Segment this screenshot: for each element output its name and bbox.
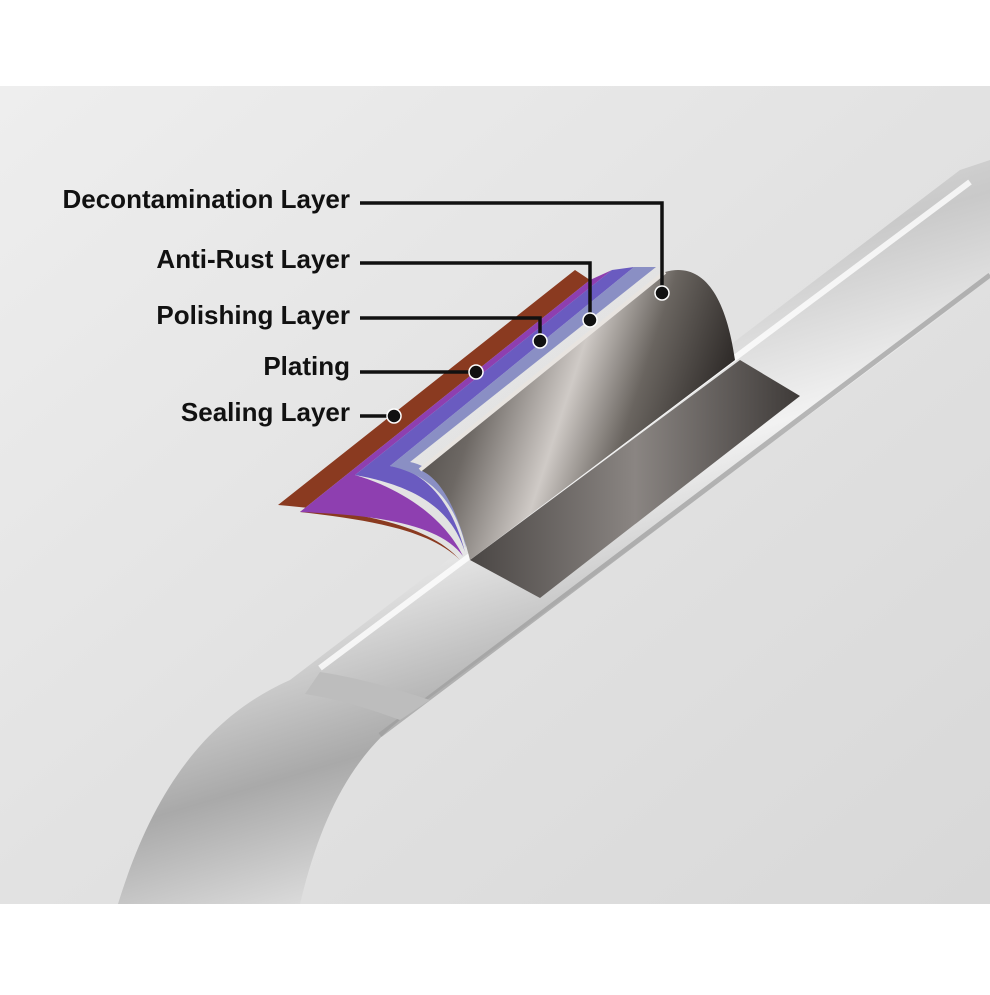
leader-dot-sealing bbox=[386, 408, 402, 424]
label-anti-rust-layer: Anti-Rust Layer bbox=[156, 244, 350, 274]
bar-cut-section bbox=[470, 360, 800, 598]
leader-dot-plating bbox=[468, 364, 484, 380]
leader-line-anti-rust bbox=[360, 261, 592, 320]
leader-dot-polishing bbox=[532, 333, 548, 349]
label-plating: Plating bbox=[263, 351, 350, 381]
leader-dot-decontamination bbox=[654, 285, 670, 301]
label-sealing-layer: Sealing Layer bbox=[180, 397, 350, 427]
core-edge-highlight bbox=[418, 270, 667, 472]
sealing-layer-shape bbox=[278, 270, 590, 560]
plating-layer-shape bbox=[300, 270, 612, 556]
decontamination-layer-shape bbox=[420, 270, 735, 560]
leader-dot-anti-rust bbox=[582, 312, 598, 328]
label-polishing-layer: Polishing Layer bbox=[156, 300, 350, 330]
bar-end-cap bbox=[305, 672, 430, 720]
leader-line-decontamination bbox=[360, 201, 664, 293]
label-decontamination-layer: Decontamination Layer bbox=[62, 184, 350, 214]
bar-shadow bbox=[378, 273, 990, 737]
leader-dots bbox=[386, 285, 670, 424]
